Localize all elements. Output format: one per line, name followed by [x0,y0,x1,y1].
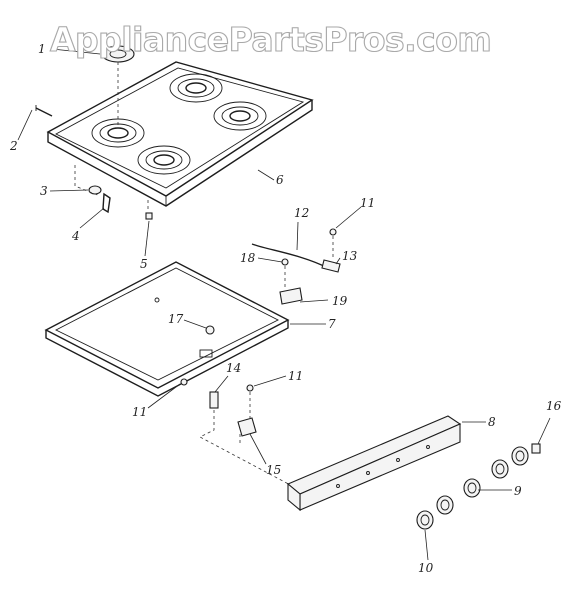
callout-16: 16 [546,399,562,413]
callout-18: 18 [240,251,256,265]
callout-15: 15 [266,463,282,477]
burner-rear-right [213,101,267,131]
callout-10: 10 [418,561,434,575]
knob-1 [416,510,434,530]
knob-2 [436,495,454,515]
bracket-part-4 [102,192,111,214]
callout-1: 1 [38,42,46,56]
valve-part-14 [209,391,219,409]
callout-7: 7 [328,317,336,331]
cooktop-panel [46,61,314,207]
knob-5 [511,446,529,466]
callout-11-upper: 11 [360,196,376,210]
callout-3: 3 [40,184,48,198]
burner-front-right [137,145,191,175]
callout-11-lower: 11 [288,369,304,383]
rod-part-12 [251,243,329,269]
grommet-part-17 [205,325,215,335]
burner-cap [101,45,135,125]
callout-17: 17 [168,312,184,326]
bracket-part-15 [237,417,257,437]
knob-insert-part-16 [531,443,541,454]
callout-6: 6 [276,173,284,187]
callout-19: 19 [332,294,348,308]
clip-part-13 [321,259,341,273]
leader-lines [17,48,551,561]
callout-13: 13 [342,249,358,263]
screw-part-11-upper [329,228,337,236]
bracket-part-19 [279,287,303,305]
screw-part-11-left [180,378,188,386]
manifold-panel [286,415,462,512]
screw-part-11-lower [246,384,254,392]
callout-8: 8 [488,415,496,429]
callout-4: 4 [72,229,80,243]
callout-11-left: 11 [132,405,148,419]
callout-12: 12 [294,206,310,220]
callout-5: 5 [140,257,148,271]
knob-3 [463,478,481,498]
screw-part-2 [35,105,53,117]
burner-box [44,261,290,397]
screw-part-5 [145,212,153,220]
callout-14: 14 [226,361,242,375]
burner-rear-left [169,73,223,103]
clip-part-3 [88,185,102,195]
knob-4 [491,459,509,479]
callout-2: 2 [10,139,18,153]
screw-part-18 [281,258,289,266]
callout-9: 9 [514,484,522,498]
